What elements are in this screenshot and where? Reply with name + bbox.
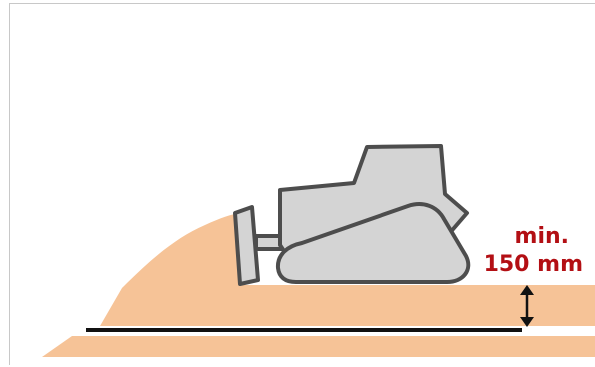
arrow-head-bottom (520, 317, 534, 327)
measurement-label-value: 150 mm (483, 252, 583, 277)
ground-layer (42, 336, 595, 357)
bulldozer-blade (233, 205, 260, 286)
measurement-label-min: min. (514, 224, 569, 249)
cover-soil-layer (100, 213, 595, 326)
bulldozer-track (275, 202, 471, 284)
bulldozer-icon (233, 144, 471, 286)
arrow-head-top (520, 285, 534, 295)
double-headed-vertical-arrow-icon (520, 285, 534, 327)
